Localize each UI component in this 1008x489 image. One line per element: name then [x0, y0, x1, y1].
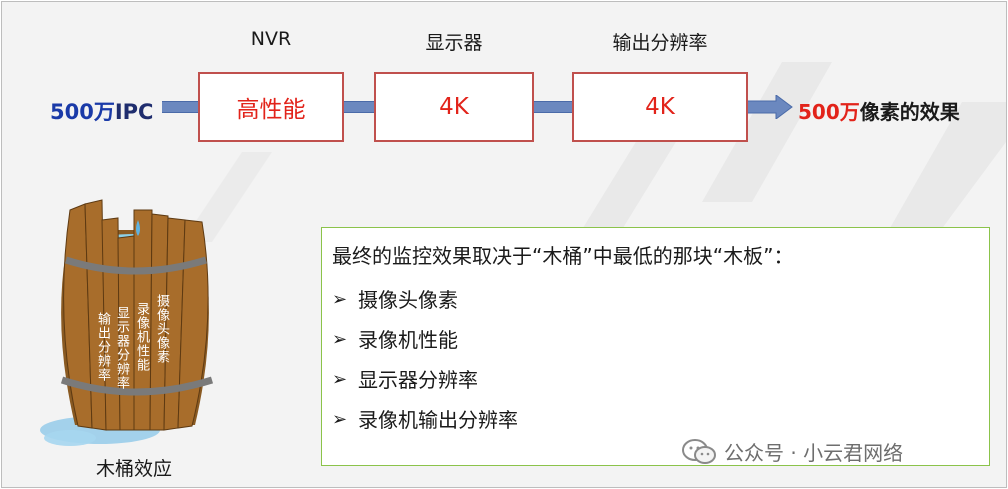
stave-label-recorder-performance: 录像机性能	[134, 302, 149, 372]
stave-label-camera-pixels: 摄像头像素	[154, 294, 169, 364]
info-item-label: 录像机性能	[358, 328, 458, 352]
result-rest: 像素的效果	[859, 100, 960, 124]
wechat-icon	[682, 438, 716, 464]
info-item: ➢ 显示器分辨率	[332, 360, 989, 400]
source-label: 500万IPC	[50, 96, 153, 126]
result-arrow-icon	[746, 95, 793, 119]
info-lead: 最终的监控效果取决于“木桶”中最低的那块“木板”：	[332, 244, 794, 268]
stage-box-output-resolution: 4K	[572, 72, 748, 142]
barrel-caption: 木桶效应	[96, 458, 173, 480]
bullet-arrow-icon: ➢	[332, 289, 348, 310]
stage-title-nvr: NVR	[250, 28, 292, 50]
barrel-illustration	[40, 199, 214, 446]
bullet-arrow-icon: ➢	[332, 329, 348, 350]
bullet-arrow-icon: ➢	[332, 369, 348, 390]
stage-box-nvr: 高性能	[198, 72, 344, 142]
info-box: 最终的监控效果取决于“木桶”中最低的那块“木板”： ➢摄像头像素 ➢录像机性能 …	[321, 227, 990, 466]
info-item: ➢ 录像机性能	[332, 320, 989, 360]
info-item: ➢ 摄像头像素	[332, 280, 989, 320]
connector-3	[532, 101, 574, 113]
stage-title-output-resolution: 输出分辨率	[612, 32, 708, 54]
result-label: 500万像素的效果	[798, 96, 960, 125]
connector-1	[162, 101, 200, 113]
stave-label-monitor-resolution: 显示器分辨率	[114, 306, 129, 390]
info-item-label: 显示器分辨率	[358, 368, 478, 392]
info-item-label: 录像机输出分辨率	[358, 408, 518, 432]
info-item: ➢ 录像机输出分辨率	[332, 400, 989, 440]
watermark: 公众号 · 小云君网络	[682, 437, 903, 466]
bullet-arrow-icon: ➢	[332, 409, 348, 430]
source-highlight: 500万	[50, 100, 115, 124]
watermark-text: 公众号 · 小云君网络	[724, 441, 904, 465]
connector-2	[342, 101, 376, 113]
stave-label-output-resolution: 输出分辨率	[95, 312, 110, 382]
stage-box-monitor: 4K	[374, 72, 534, 142]
stage-title-monitor: 显示器	[425, 32, 483, 54]
result-highlight: 500万	[798, 100, 860, 124]
source-rest: IPC	[114, 100, 154, 124]
info-item-label: 摄像头像素	[358, 288, 458, 312]
